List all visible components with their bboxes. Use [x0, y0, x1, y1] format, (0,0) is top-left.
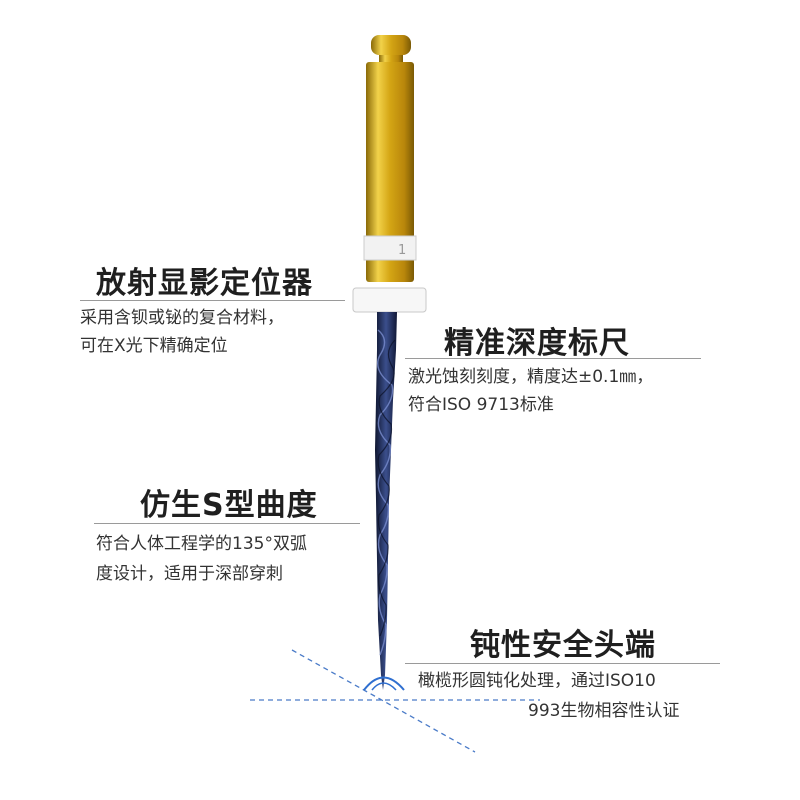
- curve-divider: [94, 523, 360, 524]
- tip-desc-line1: 橄榄形圆钝化处理，通过ISO10: [418, 671, 656, 691]
- marker-title: 放射显影定位器: [96, 266, 313, 301]
- curve-title: 仿生S型曲度: [140, 488, 318, 523]
- ring-marking: 1: [398, 243, 406, 258]
- scale-desc-line2: 符合ISO 9713标准: [408, 395, 554, 415]
- marker-divider: [80, 300, 345, 301]
- marker-ring: 1: [363, 235, 417, 261]
- scale-title: 精准深度标尺: [444, 326, 630, 361]
- scale-desc-line1: 激光蚀刻刻度，精度达±0.1㎜，: [408, 367, 654, 387]
- curve-desc-line1: 符合人体工程学的135°双弧: [96, 534, 307, 554]
- tip-title: 钝性安全头端: [470, 628, 656, 663]
- blue-shaft: [375, 312, 397, 690]
- tip-desc-line2: 993生物相容性认证: [528, 701, 680, 721]
- gold-handle: [366, 35, 414, 282]
- tip-divider: [405, 663, 720, 664]
- stopper: [352, 287, 427, 313]
- curve-desc-line2: 度设计，适用于深部穿刺: [96, 564, 283, 584]
- scale-divider: [405, 358, 701, 359]
- marker-desc-line1: 采用含钡或铋的复合材料，: [80, 308, 284, 328]
- marker-desc-line2: 可在X光下精确定位: [80, 336, 228, 356]
- tip-angle-diagram: [250, 649, 540, 753]
